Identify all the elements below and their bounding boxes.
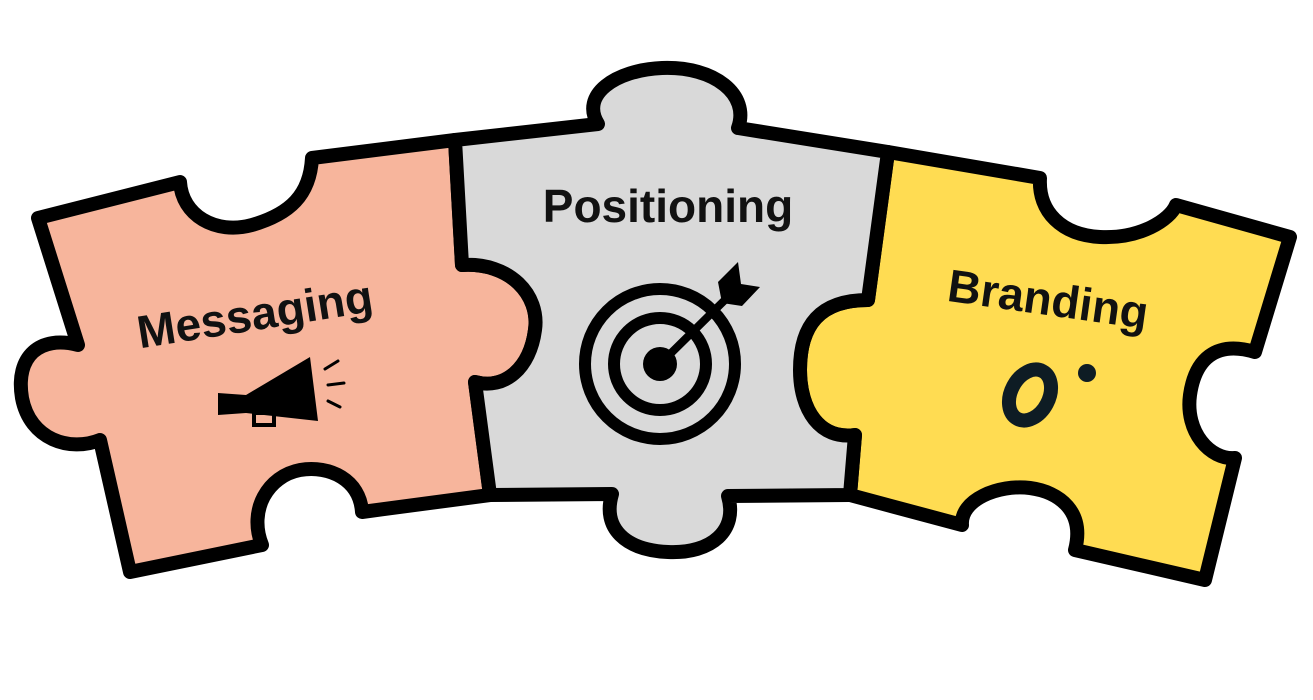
brand-logo-dot [1078, 364, 1096, 382]
brand-logo-icon [1001, 362, 1059, 428]
target-icon [579, 262, 760, 445]
positioning-piece-shape [448, 60, 895, 560]
puzzle-piece-branding: Branding [793, 145, 1297, 587]
megaphone-icon [218, 357, 346, 427]
puzzle-piece-positioning: Positioning [448, 60, 895, 560]
positioning-label: Positioning [543, 180, 793, 232]
